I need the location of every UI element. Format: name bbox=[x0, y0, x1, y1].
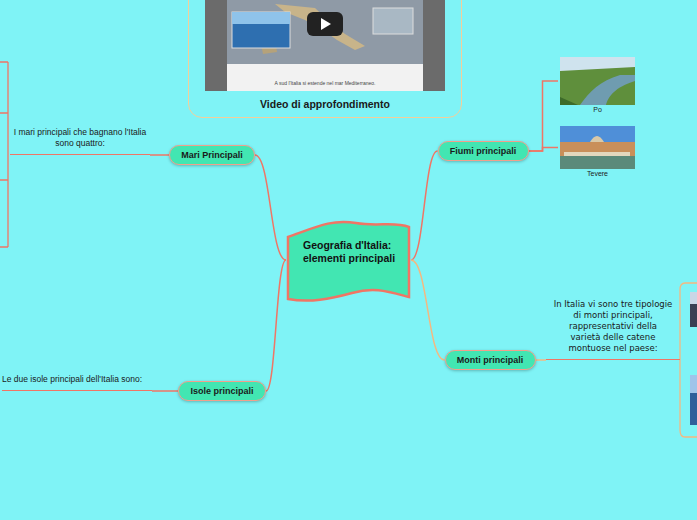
play-icon bbox=[321, 18, 331, 30]
note-topic: I mari principali che bagnano l'Italia s… bbox=[10, 127, 150, 155]
branch-connector bbox=[536, 359, 547, 361]
main-topic: Monti principali bbox=[445, 350, 536, 370]
branch-connector bbox=[152, 390, 178, 392]
photo-fragment bbox=[690, 375, 697, 393]
mountain-photos bbox=[690, 292, 697, 425]
photo-fragment bbox=[690, 375, 697, 425]
topic-label: Isole principali bbox=[190, 386, 253, 396]
video-thumbnail bbox=[205, 0, 445, 91]
central-topic: Geografia d'Italia: elementi principali bbox=[286, 217, 411, 303]
branch-connector bbox=[529, 148, 559, 152]
river bbox=[580, 75, 635, 105]
bank bbox=[560, 97, 578, 105]
photo bbox=[560, 126, 635, 169]
buildings bbox=[560, 142, 635, 156]
video-topic: Video di approfondimento bbox=[188, 0, 462, 118]
play-button bbox=[307, 12, 343, 36]
small-photo bbox=[373, 8, 413, 34]
sea-bracket bbox=[0, 62, 8, 247]
note-text: In Italia vi sono tre tipologie di monti… bbox=[553, 299, 673, 354]
branch-connector bbox=[529, 81, 559, 151]
topic-label: Fiumi principali bbox=[450, 146, 517, 156]
photo-fragment bbox=[690, 292, 697, 304]
branch-connector bbox=[150, 154, 169, 156]
image-caption: Tevere bbox=[560, 170, 635, 177]
river bbox=[560, 156, 635, 169]
photo-fragment bbox=[690, 292, 697, 327]
video-caption: A sud l'Italia si estende nel mar Medite… bbox=[226, 80, 424, 86]
map-panel bbox=[227, 0, 423, 64]
sea-photo bbox=[232, 12, 290, 48]
branch-connector bbox=[411, 151, 438, 260]
image-topic: Po bbox=[560, 57, 635, 113]
topic-label: Mari Principali bbox=[181, 150, 243, 160]
mountain-bracket bbox=[680, 283, 697, 437]
main-topic: Isole principali bbox=[178, 381, 266, 401]
video-title: Video di approfondimento bbox=[189, 98, 461, 110]
topic-label: Monti principali bbox=[457, 355, 524, 365]
note-text: Le due isole principali dell'Italia sono… bbox=[2, 374, 142, 385]
note-topic: In Italia vi sono tre tipologie di monti… bbox=[546, 299, 680, 360]
dome bbox=[590, 136, 604, 142]
sky-photo bbox=[232, 12, 290, 24]
bracket-ticks bbox=[0, 62, 8, 247]
note-topic: Le due isole principali dell'Italia sono… bbox=[2, 368, 152, 391]
image-topic: Tevere bbox=[560, 126, 635, 177]
note-text: I mari principali che bagnano l'Italia s… bbox=[10, 127, 150, 149]
bridge bbox=[564, 152, 630, 156]
bracket-line bbox=[7, 62, 8, 247]
main-topic: Fiumi principali bbox=[438, 141, 529, 161]
banner-outline bbox=[288, 222, 409, 301]
image-caption: Po bbox=[560, 106, 635, 113]
branch-connector bbox=[255, 155, 286, 260]
trees bbox=[560, 67, 635, 105]
bracket-line bbox=[680, 283, 697, 437]
topic-title: Geografia d'Italia: elementi principali bbox=[303, 239, 399, 265]
sky bbox=[560, 57, 635, 105]
photo bbox=[560, 57, 635, 105]
thumb-frame bbox=[205, 0, 445, 91]
branch-connector bbox=[266, 260, 286, 391]
caption-strip bbox=[227, 64, 423, 91]
branch-connector bbox=[411, 260, 445, 360]
main-topic: Mari Principali bbox=[169, 145, 255, 165]
sky bbox=[560, 126, 635, 169]
